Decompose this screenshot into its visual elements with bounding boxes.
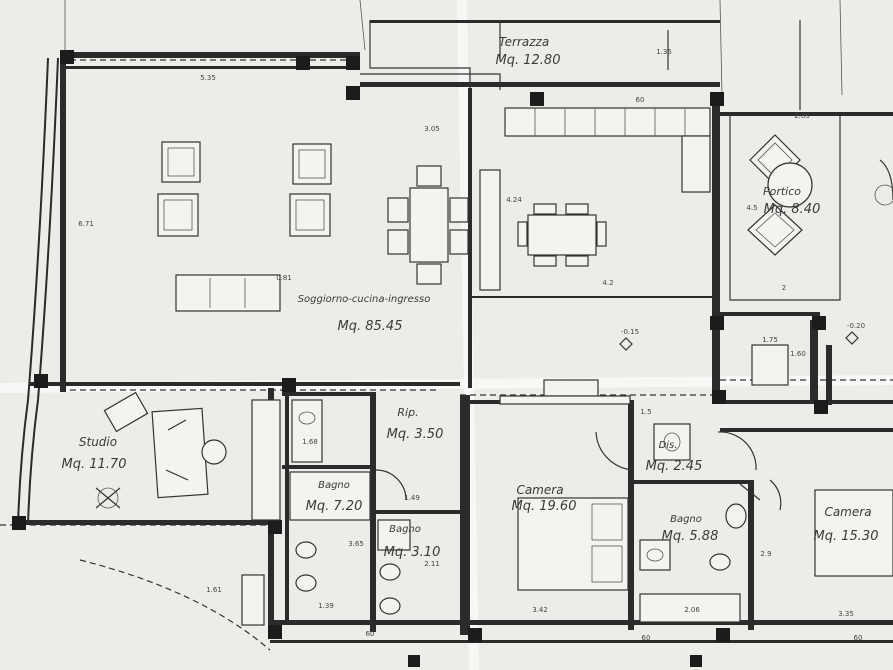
dim-1-35: 1.35 — [656, 48, 672, 56]
dim-3-42: 3.42 — [532, 606, 548, 614]
room-bagno2-name: Bagno — [389, 524, 421, 535]
room-bagno1-area: Mq. 7.20 — [306, 499, 363, 514]
dim-1-39: 1.39 — [318, 602, 334, 610]
dim-3-65: 3.65 — [348, 540, 364, 548]
dim-1-61: 1.61 — [206, 586, 222, 594]
dim-level-2: -0.20 — [847, 322, 865, 330]
dim-5-35: 5.35 — [200, 74, 216, 82]
room-bagno1-name: Bagno — [318, 480, 350, 491]
dim-60-b1: 60 — [366, 630, 375, 638]
dim-1-49: 1.49 — [404, 494, 420, 502]
dim-3-35: 3.35 — [838, 610, 854, 618]
room-soggiorno-name: Soggiorno-cucina-ingresso — [298, 294, 431, 305]
room-studio-name: Studio — [79, 435, 117, 449]
room-bagno2-area: Mq. 3.10 — [384, 545, 441, 560]
dim-4-5: 4.5 — [746, 204, 757, 212]
room-camera2-area: Mq. 15.30 — [814, 529, 879, 544]
dim-1-75: 1.75 — [762, 336, 778, 344]
terrace-railing — [360, 20, 801, 110]
door-swings — [375, 431, 782, 511]
dimension-labels: 5.35 3.05 60 1.35 2.85 4.2 2 6.71 4.24 0… — [78, 48, 865, 642]
room-soggiorno-area: Mq. 85.45 — [338, 319, 403, 334]
dim-60-top: 60 — [636, 96, 645, 104]
bedroom-furniture — [499, 395, 893, 591]
level-markers — [619, 331, 859, 351]
room-terrazza-name: Terrazza — [499, 35, 549, 49]
dim-2-85: 2.85 — [794, 112, 810, 120]
dim-60-b3: 60 — [854, 634, 863, 642]
room-rip-name: Rip. — [397, 406, 418, 419]
studio-furniture — [95, 391, 281, 521]
dim-1-5: 1.5 — [640, 408, 651, 416]
exterior-walls — [17, 20, 893, 643]
dim-60-b2: 60 — [642, 634, 651, 642]
room-studio-area: Mq. 11.70 — [62, 457, 127, 472]
structural-pillars — [12, 50, 828, 667]
living-room-furniture — [157, 141, 607, 397]
dim-4-24: 4.24 — [506, 196, 522, 204]
room-bagno3-name: Bagno — [670, 514, 702, 525]
dim-3-05: 3.05 — [424, 125, 440, 133]
dim-4-2: 4.2 — [602, 279, 613, 287]
room-camera2-name: Camera — [824, 505, 871, 519]
dim-6-71: 6.71 — [78, 220, 94, 228]
dim-2: 2 — [782, 284, 786, 292]
kitchen-counter — [479, 107, 711, 291]
dim-0-81: 0.81 — [276, 274, 292, 282]
room-terrazza-area: Mq. 12.80 — [496, 53, 561, 68]
dim-1-60: 1.60 — [790, 350, 806, 358]
room-dis-name: Dis. — [659, 440, 678, 451]
dim-2-11: 2.11 — [424, 560, 440, 568]
room-camera1-name: Camera — [516, 483, 563, 497]
room-camera1-area: Mq. 19.60 — [512, 499, 577, 514]
room-portico-name: Portico — [763, 185, 801, 198]
room-portico-area: Mq. 8.40 — [764, 202, 821, 217]
dim-1-68: 1.68 — [302, 438, 318, 446]
room-rip-area: Mq. 3.50 — [387, 427, 444, 442]
bathroom-fixtures — [241, 399, 747, 626]
dim-2-06: 2.06 — [684, 606, 700, 614]
porch-furniture — [729, 116, 893, 386]
room-bagno3-area: Mq. 5.88 — [662, 529, 719, 544]
dim-level-1: -0.15 — [621, 328, 639, 336]
dim-2-9: 2.9 — [760, 550, 771, 558]
room-dis-area: Mq. 2.45 — [646, 459, 703, 474]
interior-walls — [30, 88, 893, 635]
